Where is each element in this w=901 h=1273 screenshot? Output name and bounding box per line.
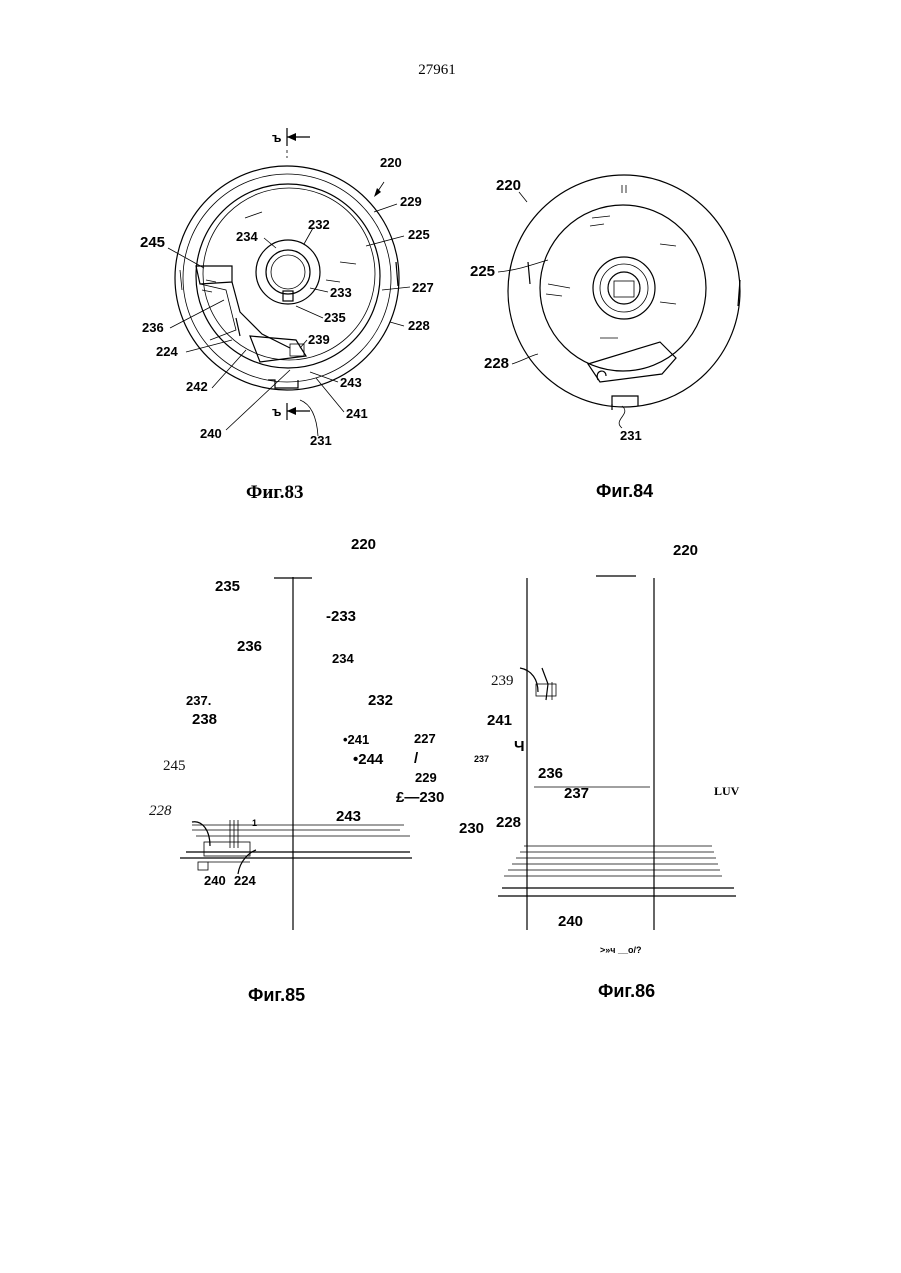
fig86-label-237-top: 237 [474,754,489,764]
fig83-label-240: 240 [200,426,222,441]
fig83-label-229: 229 [400,194,422,209]
fig83-drawing: ъ ъ [140,128,434,503]
fig83-label-224: 224 [156,344,178,359]
fig83-inner-ring [196,184,380,368]
fig84-label-231: 231 [620,428,642,443]
fig85-label-230: £—230 [396,789,444,806]
fig86-label-228: 228 [496,814,521,831]
fig85-label-236: 236 [237,638,262,655]
fig83-label-234: 234 [236,229,258,244]
fig83-label-232: 232 [308,217,330,232]
fig86-drawing: 220 239 241 Ч 237 236 237 LUV 230 228 24… [459,542,740,1001]
fig84-label-220: 220 [496,177,521,194]
fig83-label-235: 235 [324,310,346,325]
fig86-label-237: 237 [564,785,589,802]
fig85-label-241: •241 [343,732,369,747]
section-mark-bottom: ъ [272,403,310,420]
fig83-label-243: 243 [340,375,362,390]
fig84-hub [593,257,655,319]
fig84-inner-ring [540,205,706,371]
fig86-label-239: 239 [491,673,514,689]
fig83-rim [183,174,391,382]
fig83-label-233: 233 [330,285,352,300]
fig85-label-234: 234 [332,651,354,666]
fig84-drawing: 220 225 228 231 Фиг.84 [470,175,740,501]
fig85-label-220: 220 [351,536,376,553]
fig85-label-227: 227 [414,731,436,746]
fig85-label-243: 243 [336,808,361,825]
fig83-label-231: 231 [310,433,332,448]
fig85-slash: / [414,750,419,767]
fig83-label-236: 236 [142,320,164,335]
fig83-label-245: 245 [140,234,165,251]
fig86-label-236: 236 [538,765,563,782]
fig85-label-237: 237. [186,693,211,708]
fig85-label-244: •244 [353,751,384,768]
fig83-label-227: 227 [412,280,434,295]
fig85-label-235: 235 [215,578,240,595]
fig86-caption: Фиг.86 [598,981,655,1001]
fig86-footnote: >»ч __о/? [600,945,642,955]
fig85-label-228: 228 [149,803,172,819]
fig83-label-228: 228 [408,318,430,333]
fig85-label-229: 229 [415,770,437,785]
page-number: 27961 [418,62,456,78]
fig83-label-239: 239 [308,332,330,347]
fig85-mark-1: 1 [252,818,257,828]
fig86-label-230: 230 [459,820,484,837]
fig85-label-238: 238 [192,711,217,728]
section-mark-top: ъ [272,128,310,158]
fig86-label-241: 241 [487,712,512,729]
fig84-caption: Фиг.84 [596,481,653,501]
fig84-label-228: 228 [484,355,509,372]
fig85-label-232: 232 [368,692,393,709]
fig85-label-240: 240 [204,873,226,888]
fig83-caption: Фиг.83 [246,482,304,503]
fig86-label-240: 240 [558,913,583,930]
fig83-label-242: 242 [186,379,208,394]
fig83-label-220: 220 [380,155,402,170]
fig84-label-225: 225 [470,263,495,280]
fig83-label-241: 241 [346,406,368,421]
fig83-label-225: 225 [408,227,430,242]
fig85-label-245: 245 [163,758,186,774]
fig85-label-224: 224 [234,873,256,888]
fig86-label-luv: LUV [714,784,740,798]
fig85-caption: Фиг.85 [248,985,305,1005]
fig85-label-233: -233 [326,608,356,625]
fig85-drawing: 1 220 235 -233 236 234 237. 232 238 •241… [149,536,444,1005]
fig86-glyph: Ч [514,738,525,755]
fig84-outer-disc [508,175,740,407]
fig83-outer-ring [175,166,399,390]
fig86-label-220: 220 [673,542,698,559]
section-mark-bottom-label: ъ [272,404,281,419]
section-mark-top-label: ъ [272,130,281,145]
